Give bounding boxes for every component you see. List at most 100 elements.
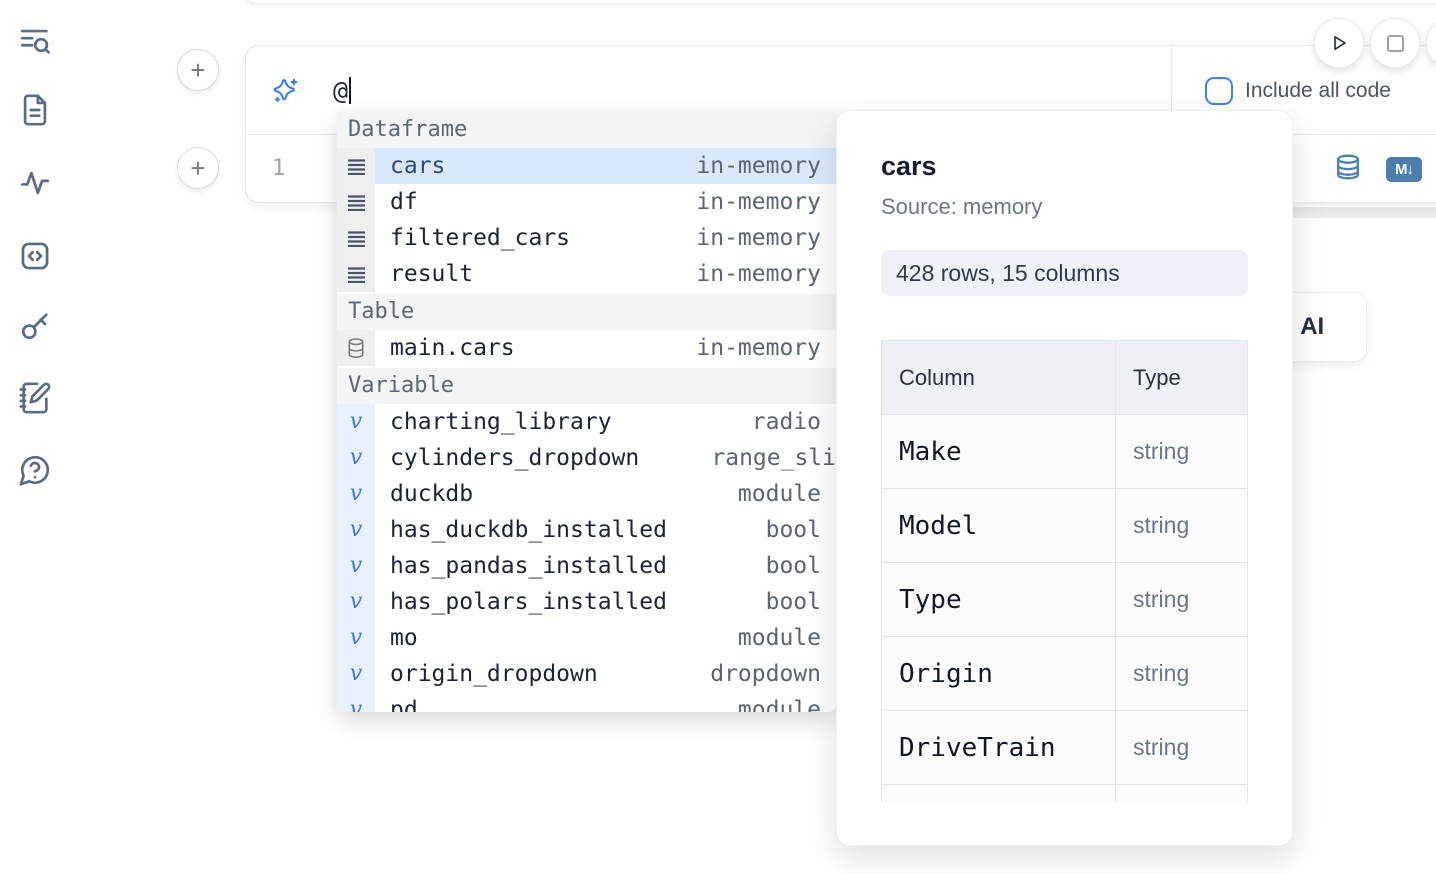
variable-gutter-icon: v [337,404,375,440]
rows-gutter-icon [337,148,375,184]
autocomplete-item-content: momodule [375,620,836,656]
variable-gutter-icon: v [337,476,375,512]
item-type: dropdown [710,661,836,687]
item-name: pd [390,697,418,712]
autocomplete-item-content: main.carsin-memory [375,330,836,366]
toc-search-icon[interactable] [16,22,54,60]
sidebar [0,0,70,874]
autocomplete-item-content: has_duckdb_installedbool [375,512,836,548]
item-name: cylinders_dropdown [390,445,639,471]
autocomplete-item-origin_dropdown[interactable]: v origin_dropdown dropdown [337,656,836,692]
schema-row-partial [882,785,1248,804]
rows-gutter-icon [337,220,375,256]
schema-row-Make: Makestring [882,415,1248,489]
schema-row-Origin: Originstring [882,637,1248,711]
item-type: bool [766,553,836,579]
autocomplete-item-content: has_polars_installedbool [375,584,836,620]
schema-column-name: Origin [882,637,1116,711]
variable-gutter-icon: v [337,548,375,584]
autocomplete-item-has_polars_installed[interactable]: vhas_polars_installedbool [337,584,836,620]
stop-button[interactable] [1370,18,1420,68]
autocomplete-item-pd[interactable]: vpdmodule [337,692,836,712]
schema-column-name: Model [882,489,1116,563]
table-database-icon [347,338,365,359]
dataframe-rows-icon [347,194,366,211]
variable-gutter-icon: v [337,656,375,692]
schema-header-type: Type [1116,341,1248,415]
database-icon[interactable] [1334,151,1362,188]
key-icon[interactable] [16,307,54,345]
scratchpad-icon[interactable] [16,379,54,417]
item-name: duckdb [390,481,473,507]
schema-column-type: string [1116,563,1248,637]
run-cell-button[interactable] [1314,18,1364,68]
add-cell-button[interactable]: + [177,49,219,91]
help-chat-icon[interactable] [16,451,54,489]
item-name: df [390,189,418,215]
add-cell-button[interactable]: + [177,147,219,189]
autocomplete-item-duckdb[interactable]: v duckdb module [337,476,836,512]
schema-header-column: Column [882,341,1116,415]
item-name: cars [390,153,445,179]
item-name: origin_dropdown [390,661,598,687]
autocomplete-item-content: duckdb module [375,476,836,512]
variable-gutter-icon: v [337,620,375,656]
previous-cell-edge [245,0,1436,4]
autocomplete-item-has_duckdb_installed[interactable]: vhas_duckdb_installedbool [337,512,836,548]
ai-prompt-input[interactable]: @ [333,76,351,105]
autocomplete-item-df[interactable]: df in-memory [337,184,836,220]
code-snippets-icon[interactable] [16,237,54,275]
line-number: 1 [246,156,285,181]
autocomplete-item-content: has_pandas_installedbool [375,548,836,584]
variable-icon: v [350,483,362,505]
schema-row-DriveTrain: DriveTrainstring [882,711,1248,785]
schema-column-type: string [1116,415,1248,489]
autocomplete-item-cylinders_dropdown[interactable]: vcylinders_dropdownrange_sli [337,440,836,476]
markdown-convert-icon[interactable]: M↓ [1386,157,1422,182]
autocomplete-item-has_pandas_installed[interactable]: v has_pandas_installedbool [337,548,836,584]
item-type: in-memory [696,335,836,361]
dataframe-popup: cars Source: memory 428 rows, 15 columns… [836,110,1293,846]
item-name: has_polars_installed [390,589,667,615]
include-all-code-label: Include all code [1245,79,1391,103]
include-all-code-checkbox[interactable] [1205,77,1233,105]
activity-icon[interactable] [16,164,54,202]
autocomplete-dropdown: Dataframecarsin-memorydfin-memoryfiltere… [337,112,836,712]
variable-icon: v [350,447,362,469]
rows-gutter-icon [337,256,375,292]
item-type: radio [752,409,836,435]
variable-gutter-icon: v [337,440,375,476]
text-caret [349,77,351,104]
autocomplete-item-content: charting_libraryradio [375,404,836,440]
schema-column-type: string [1116,489,1248,563]
sparkles-icon [272,77,299,104]
popup-title: cars [881,151,1248,182]
item-name: result [390,261,473,287]
autocomplete-item-content: resultin-memory [375,256,836,292]
item-type: bool [766,517,836,543]
autocomplete-item-cars[interactable]: cars in-memory [337,148,836,184]
item-type: in-memory [696,189,836,215]
database-gutter-icon [337,330,375,366]
item-type: module [738,625,836,651]
schema-row-Type: Typestring [882,563,1248,637]
item-type: in-memory [696,225,836,251]
variable-icon: v [350,699,362,712]
item-type: in-memory [696,153,836,179]
variable-gutter-icon: v [337,584,375,620]
variable-gutter-icon: v [337,512,375,548]
file-document-icon[interactable] [16,91,54,129]
variable-icon: v [350,555,362,577]
autocomplete-section-header: Variable [337,368,836,404]
dataframe-rows-icon [347,230,366,247]
popup-source: Source: memory [881,194,1248,220]
autocomplete-item-main.cars[interactable]: main.carsin-memory [337,330,836,366]
play-icon [1327,31,1351,55]
schema-column-name: Type [882,563,1116,637]
autocomplete-item-mo[interactable]: vmomodule [337,620,836,656]
autocomplete-section-header: Table [337,294,836,330]
item-type: module [738,481,836,507]
autocomplete-item-result[interactable]: resultin-memory [337,256,836,292]
autocomplete-item-filtered_cars[interactable]: filtered_carsin-memory [337,220,836,256]
autocomplete-item-charting_library[interactable]: vcharting_libraryradio [337,404,836,440]
